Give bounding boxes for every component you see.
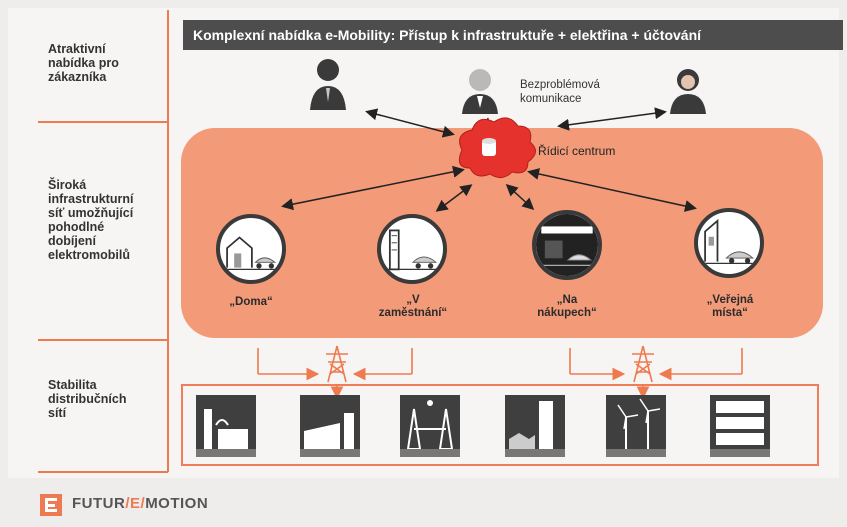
label-infrastructure: Široká infrastrukturní síť umožňující po…	[48, 178, 134, 262]
power-plant-icon	[400, 395, 460, 457]
power-plant-icon	[300, 395, 360, 457]
location-label-public: „Veřejná místa“	[706, 294, 754, 319]
location-label-shopping: „Na nákupech“	[537, 294, 597, 319]
wind-turbine-icon	[606, 395, 666, 457]
location-label-home: „Doma“	[229, 296, 273, 308]
location-label-work: „V zaměstnání“	[378, 294, 448, 319]
power-plant-icon	[710, 395, 770, 457]
communication-label: Bezproblémová komunikace	[520, 79, 600, 105]
brand-name: FUTUR/E/MOTION	[72, 495, 209, 512]
header-title: Komplexní nabídka e-Mobility: Přístup k …	[183, 20, 843, 50]
label-attractive-offer: Atraktivní nabídka pro zákazníka	[48, 42, 119, 84]
location-work-icon	[377, 214, 447, 284]
location-public-icon	[694, 208, 764, 278]
brand-logo-icon	[40, 494, 62, 516]
control-center-label: Řídicí centrum	[538, 144, 616, 158]
label-grid-stability: Stabilita distribučních sítí	[48, 378, 127, 420]
location-home-icon	[216, 214, 286, 284]
location-shopping-icon	[532, 210, 602, 280]
power-plant-icon	[505, 395, 565, 457]
power-plant-icon	[196, 395, 256, 457]
